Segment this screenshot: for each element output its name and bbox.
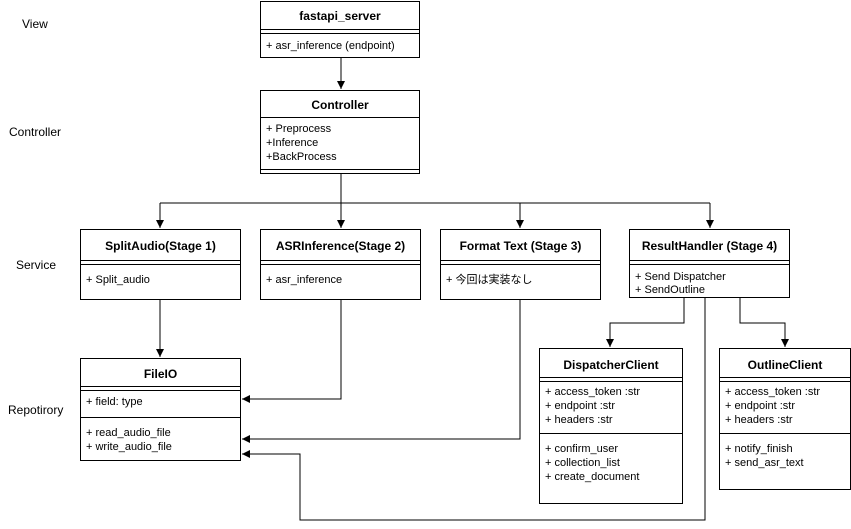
arrow-resulthandler-to-outline [739, 298, 789, 347]
class-divider [630, 260, 789, 265]
class-divider [720, 377, 850, 382]
class-box-fastapi-server[interactable]: fastapi_server + asr_inference (endpoint… [260, 1, 420, 58]
class-box-split-audio[interactable]: SplitAudio(Stage 1) + Split_audio [80, 229, 241, 300]
class-divider [441, 260, 600, 265]
class-divider [261, 260, 420, 265]
class-fields: + access_token :str + endpoint :str + he… [720, 382, 850, 433]
class-title: ASRInference(Stage 2) [275, 239, 406, 253]
class-divider [81, 417, 240, 418]
class-title: OutlineClient [747, 358, 823, 372]
class-title: SplitAudio(Stage 1) [105, 239, 216, 253]
class-divider [81, 386, 240, 391]
class-methods: + Send Dispatcher + SendOutline [630, 265, 789, 301]
class-title: FileIO [143, 367, 178, 381]
class-methods: + confirm_user + collection_list + creat… [540, 434, 682, 488]
class-field: + endpoint :str [725, 400, 796, 412]
layer-label-repository: Repotirory [8, 403, 64, 417]
class-method: + read_audio_file [86, 427, 171, 439]
class-fields: + access_token :str + endpoint :str + he… [540, 382, 682, 433]
class-method: +Inference [266, 137, 319, 149]
class-title: Controller [311, 98, 369, 112]
class-field: + field: type [86, 396, 143, 408]
class-methods: + asr_inference [261, 265, 420, 291]
class-methods: + asr_inference (endpoint) [261, 34, 419, 57]
class-divider [261, 169, 419, 170]
class-field: + headers :str [725, 414, 793, 426]
class-box-outline-client[interactable]: OutlineClient + access_token :str + endp… [719, 348, 851, 490]
class-field: + headers :str [545, 414, 613, 426]
class-method: + collection_list [545, 457, 620, 469]
class-title: Format Text (Stage 3) [459, 239, 582, 253]
class-methods: + read_audio_file + write_audio_file [81, 418, 240, 458]
class-box-controller[interactable]: Controller + Preprocess +Inference +Back… [260, 90, 420, 174]
class-method: + Split_audio [86, 274, 150, 286]
class-title: ResultHandler (Stage 4) [641, 239, 778, 253]
class-divider [720, 433, 850, 434]
class-field: + access_token :str [545, 386, 641, 398]
layer-label-controller: Controller [9, 125, 62, 139]
class-methods: + Preprocess +Inference +BackProcess [261, 118, 419, 168]
class-title: DispatcherClient [563, 358, 659, 372]
class-divider [540, 433, 682, 434]
class-box-dispatcher-client[interactable]: DispatcherClient + access_token :str + e… [539, 348, 683, 504]
class-methods: + 今回は実装なし [441, 265, 600, 291]
layer-label-service: Service [16, 258, 57, 272]
class-box-result-handler[interactable]: ResultHandler (Stage 4) + Send Dispatche… [629, 229, 790, 298]
class-box-asr-inference[interactable]: ASRInference(Stage 2) + asr_inference [260, 229, 421, 300]
class-field: + access_token :str [725, 386, 821, 398]
class-title: fastapi_server [299, 9, 381, 23]
class-method: + asr_inference [266, 274, 343, 286]
class-method: + send_asr_text [725, 457, 804, 469]
arrow-resulthandler-to-dispatcher [606, 298, 685, 347]
class-box-fileio[interactable]: FileIO + field: type + read_audio_file +… [80, 358, 241, 461]
class-method: + Preprocess [266, 123, 332, 135]
class-box-format-text[interactable]: Format Text (Stage 3) + 今回は実装なし [440, 229, 601, 300]
class-methods: + notify_finish + send_asr_text [720, 434, 850, 474]
class-field: + endpoint :str [545, 400, 616, 412]
class-divider [261, 117, 419, 118]
arrow-asrinference-to-fileio [242, 300, 342, 403]
class-method: + SendOutline [635, 284, 706, 296]
class-method: + notify_finish [725, 443, 793, 455]
class-methods: + Split_audio [81, 265, 240, 291]
class-method: +BackProcess [266, 151, 337, 163]
class-method: + write_audio_file [86, 441, 172, 453]
arrow-resulthandler-to-fileio [242, 298, 706, 521]
class-method: + asr_inference (endpoint) [266, 40, 395, 52]
class-fields: + field: type [81, 391, 240, 417]
arrow-formattext-to-fileio [242, 300, 521, 443]
class-method: + create_document [545, 471, 640, 483]
class-divider [81, 260, 240, 265]
class-divider [261, 29, 419, 34]
layer-label-view: View [22, 17, 48, 31]
class-method: + 今回は実装なし [446, 274, 533, 286]
class-method: + Send Dispatcher [635, 271, 726, 283]
class-divider [540, 377, 682, 382]
class-method: + confirm_user [545, 443, 619, 455]
